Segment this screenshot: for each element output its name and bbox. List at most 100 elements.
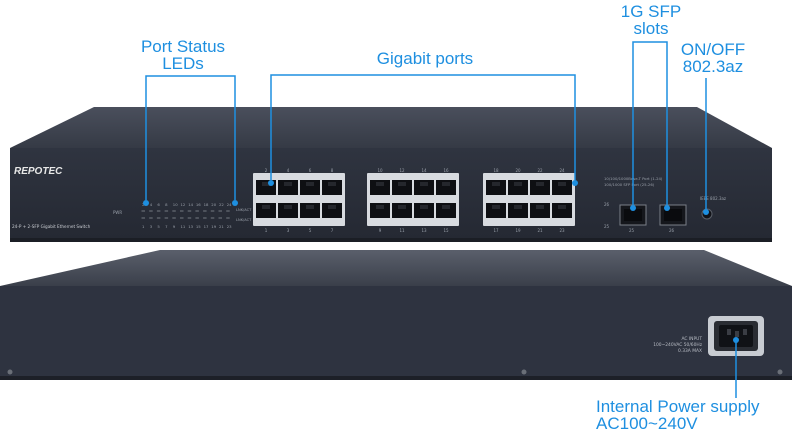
- port-status-pointer-end-right: [232, 200, 238, 206]
- status-led: [172, 210, 176, 212]
- sfp-callout-line2: slots: [633, 19, 669, 38]
- led-number-top: 8: [165, 202, 168, 207]
- rj45-port: [486, 203, 506, 218]
- gigabit-ports-callout: Gigabit ports: [376, 49, 474, 68]
- led-number-top: 12: [181, 202, 186, 207]
- port-number: 10: [377, 168, 383, 173]
- led-number-bottom: 13: [188, 224, 193, 229]
- status-led: [180, 217, 184, 219]
- rj45-latch: [328, 205, 336, 209]
- port-status-callout: Port Status LEDs: [128, 38, 238, 72]
- status-led: [187, 210, 192, 212]
- port-number: 16: [443, 168, 449, 173]
- led-number-bottom: 3: [150, 224, 153, 229]
- status-led: [226, 210, 230, 212]
- port-status-pointer-end-left: [143, 200, 149, 206]
- rj45-port: [300, 180, 320, 195]
- rj45-latch: [262, 182, 270, 186]
- status-led: [218, 217, 222, 219]
- rj45-port: [322, 180, 342, 195]
- rj45-latch: [536, 205, 544, 209]
- onoff-callout-line2: 802.3az: [682, 57, 744, 76]
- rear-panel: [0, 286, 792, 378]
- sfp-label-25: 25: [629, 228, 635, 233]
- rj45-latch: [442, 182, 450, 186]
- sfp-led-label-top: 26: [604, 202, 610, 207]
- led-number-bottom: 17: [204, 224, 209, 229]
- rear-top-surface: [0, 250, 792, 286]
- rj45-latch: [514, 205, 522, 209]
- port-number: 1: [265, 228, 268, 233]
- rj45-port: [300, 203, 320, 218]
- rear-screw-right: [777, 369, 783, 375]
- gigabit-pointer-end-left: [268, 180, 274, 186]
- ac-inlet: [708, 316, 764, 356]
- port-number: 14: [421, 168, 427, 173]
- port-number: 17: [493, 228, 499, 233]
- port-number: 3: [287, 228, 290, 233]
- ac-label-1: AC INPUT: [681, 336, 702, 342]
- gigabit-ports-pointer: [270, 74, 576, 180]
- port-status-callout-line2: LEDs: [162, 54, 204, 73]
- port-number: 20: [515, 168, 521, 173]
- port-number: 7: [331, 228, 334, 233]
- port-number: 21: [537, 228, 543, 233]
- gigabit-pointer-end-right: [572, 180, 578, 186]
- port-number: 15: [443, 228, 449, 233]
- status-led: [218, 210, 222, 212]
- power-callout-line1: Internal Power supply: [596, 397, 760, 416]
- rj45-latch: [492, 205, 500, 209]
- onoff-callout: ON/OFF 802.3az: [668, 41, 758, 75]
- led-number-top: 22: [219, 202, 224, 207]
- port-status-pointer: [145, 75, 236, 200]
- rj45-latch: [492, 182, 500, 186]
- power-supply-callout: Internal Power supply AC100~240V: [596, 398, 792, 432]
- rj45-latch: [420, 182, 428, 186]
- rj45-port: [436, 203, 456, 218]
- led-side-label-bottom: LNK/ACT: [236, 218, 252, 222]
- status-led: [195, 217, 199, 219]
- led-number-top: 20: [211, 202, 216, 207]
- led-number-bottom: 1: [142, 224, 145, 229]
- rj45-port: [436, 180, 456, 195]
- status-led: [180, 210, 184, 212]
- status-led: [187, 217, 192, 219]
- rj45-port: [392, 203, 412, 218]
- sfp-slots-pointer: [632, 41, 668, 205]
- ac-label-2: 100~240VAC 50/60Hz: [653, 342, 703, 348]
- rj45-port: [552, 203, 572, 218]
- status-led: [149, 210, 153, 212]
- rj45-latch: [442, 205, 450, 209]
- port-number: 4: [287, 168, 290, 173]
- rj45-latch: [376, 182, 384, 186]
- front-bottom-edge: [10, 238, 772, 242]
- rj45-port: [530, 203, 550, 218]
- front-switch: REPOTEC 24-P + 2-SFP Gigabit Ethernet Sw…: [10, 107, 772, 242]
- sfp-led-label-bottom: 25: [604, 224, 610, 229]
- rj45-port: [278, 203, 298, 218]
- led-number-top: 18: [204, 202, 209, 207]
- onoff-pointer-end: [703, 209, 709, 215]
- led-side-label-top: LNK/ACT: [236, 208, 252, 212]
- led-number-bottom: 5: [157, 224, 160, 229]
- port-number: 6: [309, 168, 312, 173]
- front-top-surface: [10, 107, 772, 148]
- led-number-bottom: 7: [165, 224, 168, 229]
- rj45-port: [256, 203, 276, 218]
- rj45-latch: [558, 182, 566, 186]
- status-led: [141, 217, 145, 219]
- port-number: 23: [559, 228, 565, 233]
- rj45-port: [414, 203, 434, 218]
- eee-label: IEEE 802.3az: [700, 196, 726, 201]
- rear-bottom-edge: [0, 376, 792, 380]
- rj45-port: [486, 180, 506, 195]
- status-led: [203, 210, 207, 212]
- status-led: [226, 217, 230, 219]
- sfp-pointer-end-left: [630, 205, 636, 211]
- rj45-latch: [398, 205, 406, 209]
- led-number-top: 16: [196, 202, 201, 207]
- rj45-port: [530, 180, 550, 195]
- port-number: 19: [515, 228, 521, 233]
- rj45-port: [508, 203, 528, 218]
- callout-dots: [143, 180, 739, 343]
